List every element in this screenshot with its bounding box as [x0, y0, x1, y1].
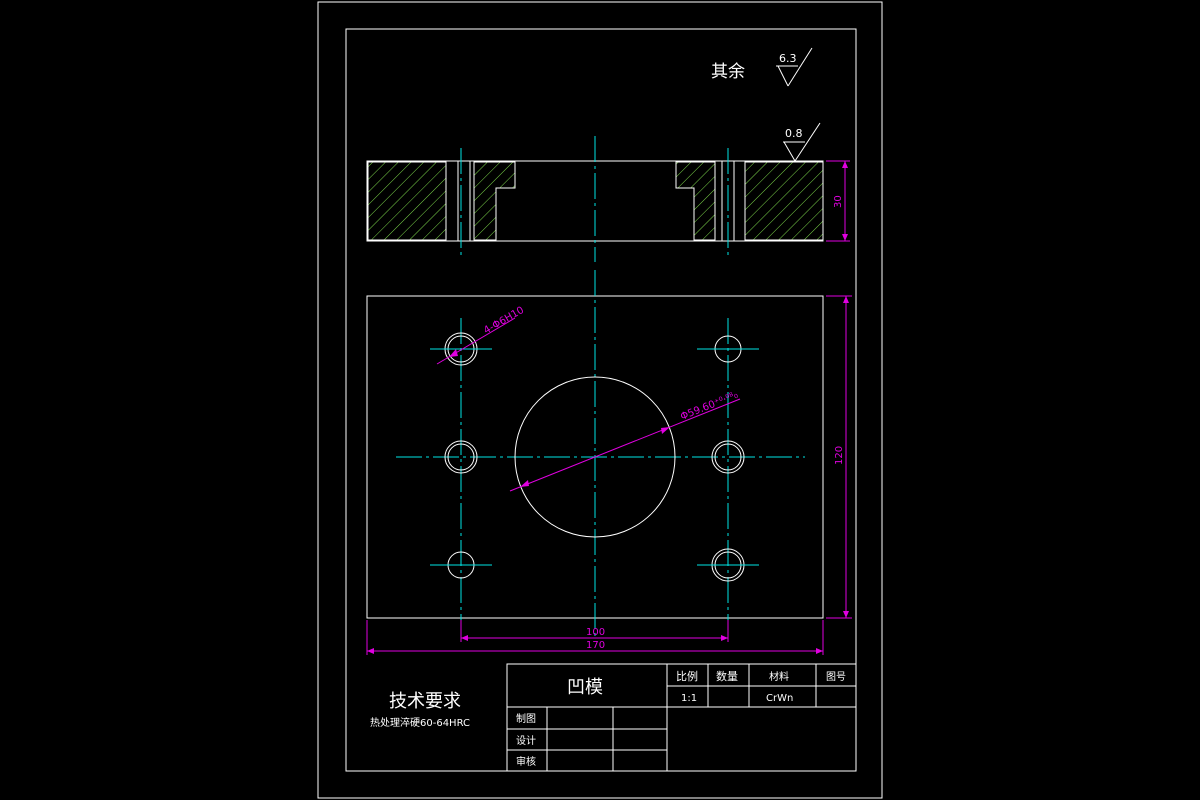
role-drafter: 制图	[516, 712, 536, 725]
header-scale: 比例	[676, 669, 698, 683]
pin-hole-mr	[714, 443, 742, 471]
hatch-left-outer	[367, 161, 447, 241]
dim-hole-spacing-text: 100	[586, 627, 605, 638]
dim-big-hole-leader	[509, 398, 741, 492]
dim-big-hole-text: Φ59.60⁺⁰·⁰⁸₀	[679, 390, 740, 423]
dim-height-text: 120	[834, 446, 845, 465]
section-view	[366, 136, 824, 262]
dim-small-holes-leader	[436, 317, 516, 365]
dim-width	[366, 620, 824, 655]
dim-hole-spacing	[460, 620, 729, 642]
dim-small-holes-text: 4-Φ6H10	[482, 305, 526, 337]
hatch-left-inner	[473, 161, 516, 241]
value-scale: 1:1	[681, 693, 697, 704]
header-material: 材料	[769, 670, 789, 683]
role-designer: 设计	[516, 734, 536, 747]
outer-border	[317, 1, 883, 799]
die-opening	[514, 376, 676, 538]
roughness-top-value: 0.8	[785, 127, 803, 140]
roughness-other-label: 其余	[711, 62, 745, 82]
title-block	[506, 663, 857, 772]
inner-border	[345, 28, 857, 772]
hatch-right-outer	[744, 161, 824, 241]
tech-requirements-title: 技术要求	[389, 691, 461, 712]
roughness-other-symbol	[776, 47, 813, 87]
dim-height	[826, 295, 852, 619]
dim-width-text: 170	[586, 640, 605, 651]
value-material: CrWn	[766, 693, 793, 704]
dim-thickness-text: 30	[833, 195, 844, 208]
part-name: 凹模	[567, 677, 603, 698]
header-drawing-no: 图号	[826, 671, 846, 683]
dim-thickness	[826, 160, 850, 242]
roughness-top-symbol	[783, 122, 821, 162]
pin-hole-ml	[447, 443, 475, 471]
roughness-other-value: 6.3	[779, 52, 797, 65]
role-reviewer: 审核	[516, 755, 536, 768]
header-quantity: 数量	[716, 670, 738, 683]
tech-requirements-text: 热处理淬硬60-64HRC	[370, 716, 470, 729]
hatch-right-inner	[675, 161, 716, 241]
plan-view	[366, 270, 824, 640]
